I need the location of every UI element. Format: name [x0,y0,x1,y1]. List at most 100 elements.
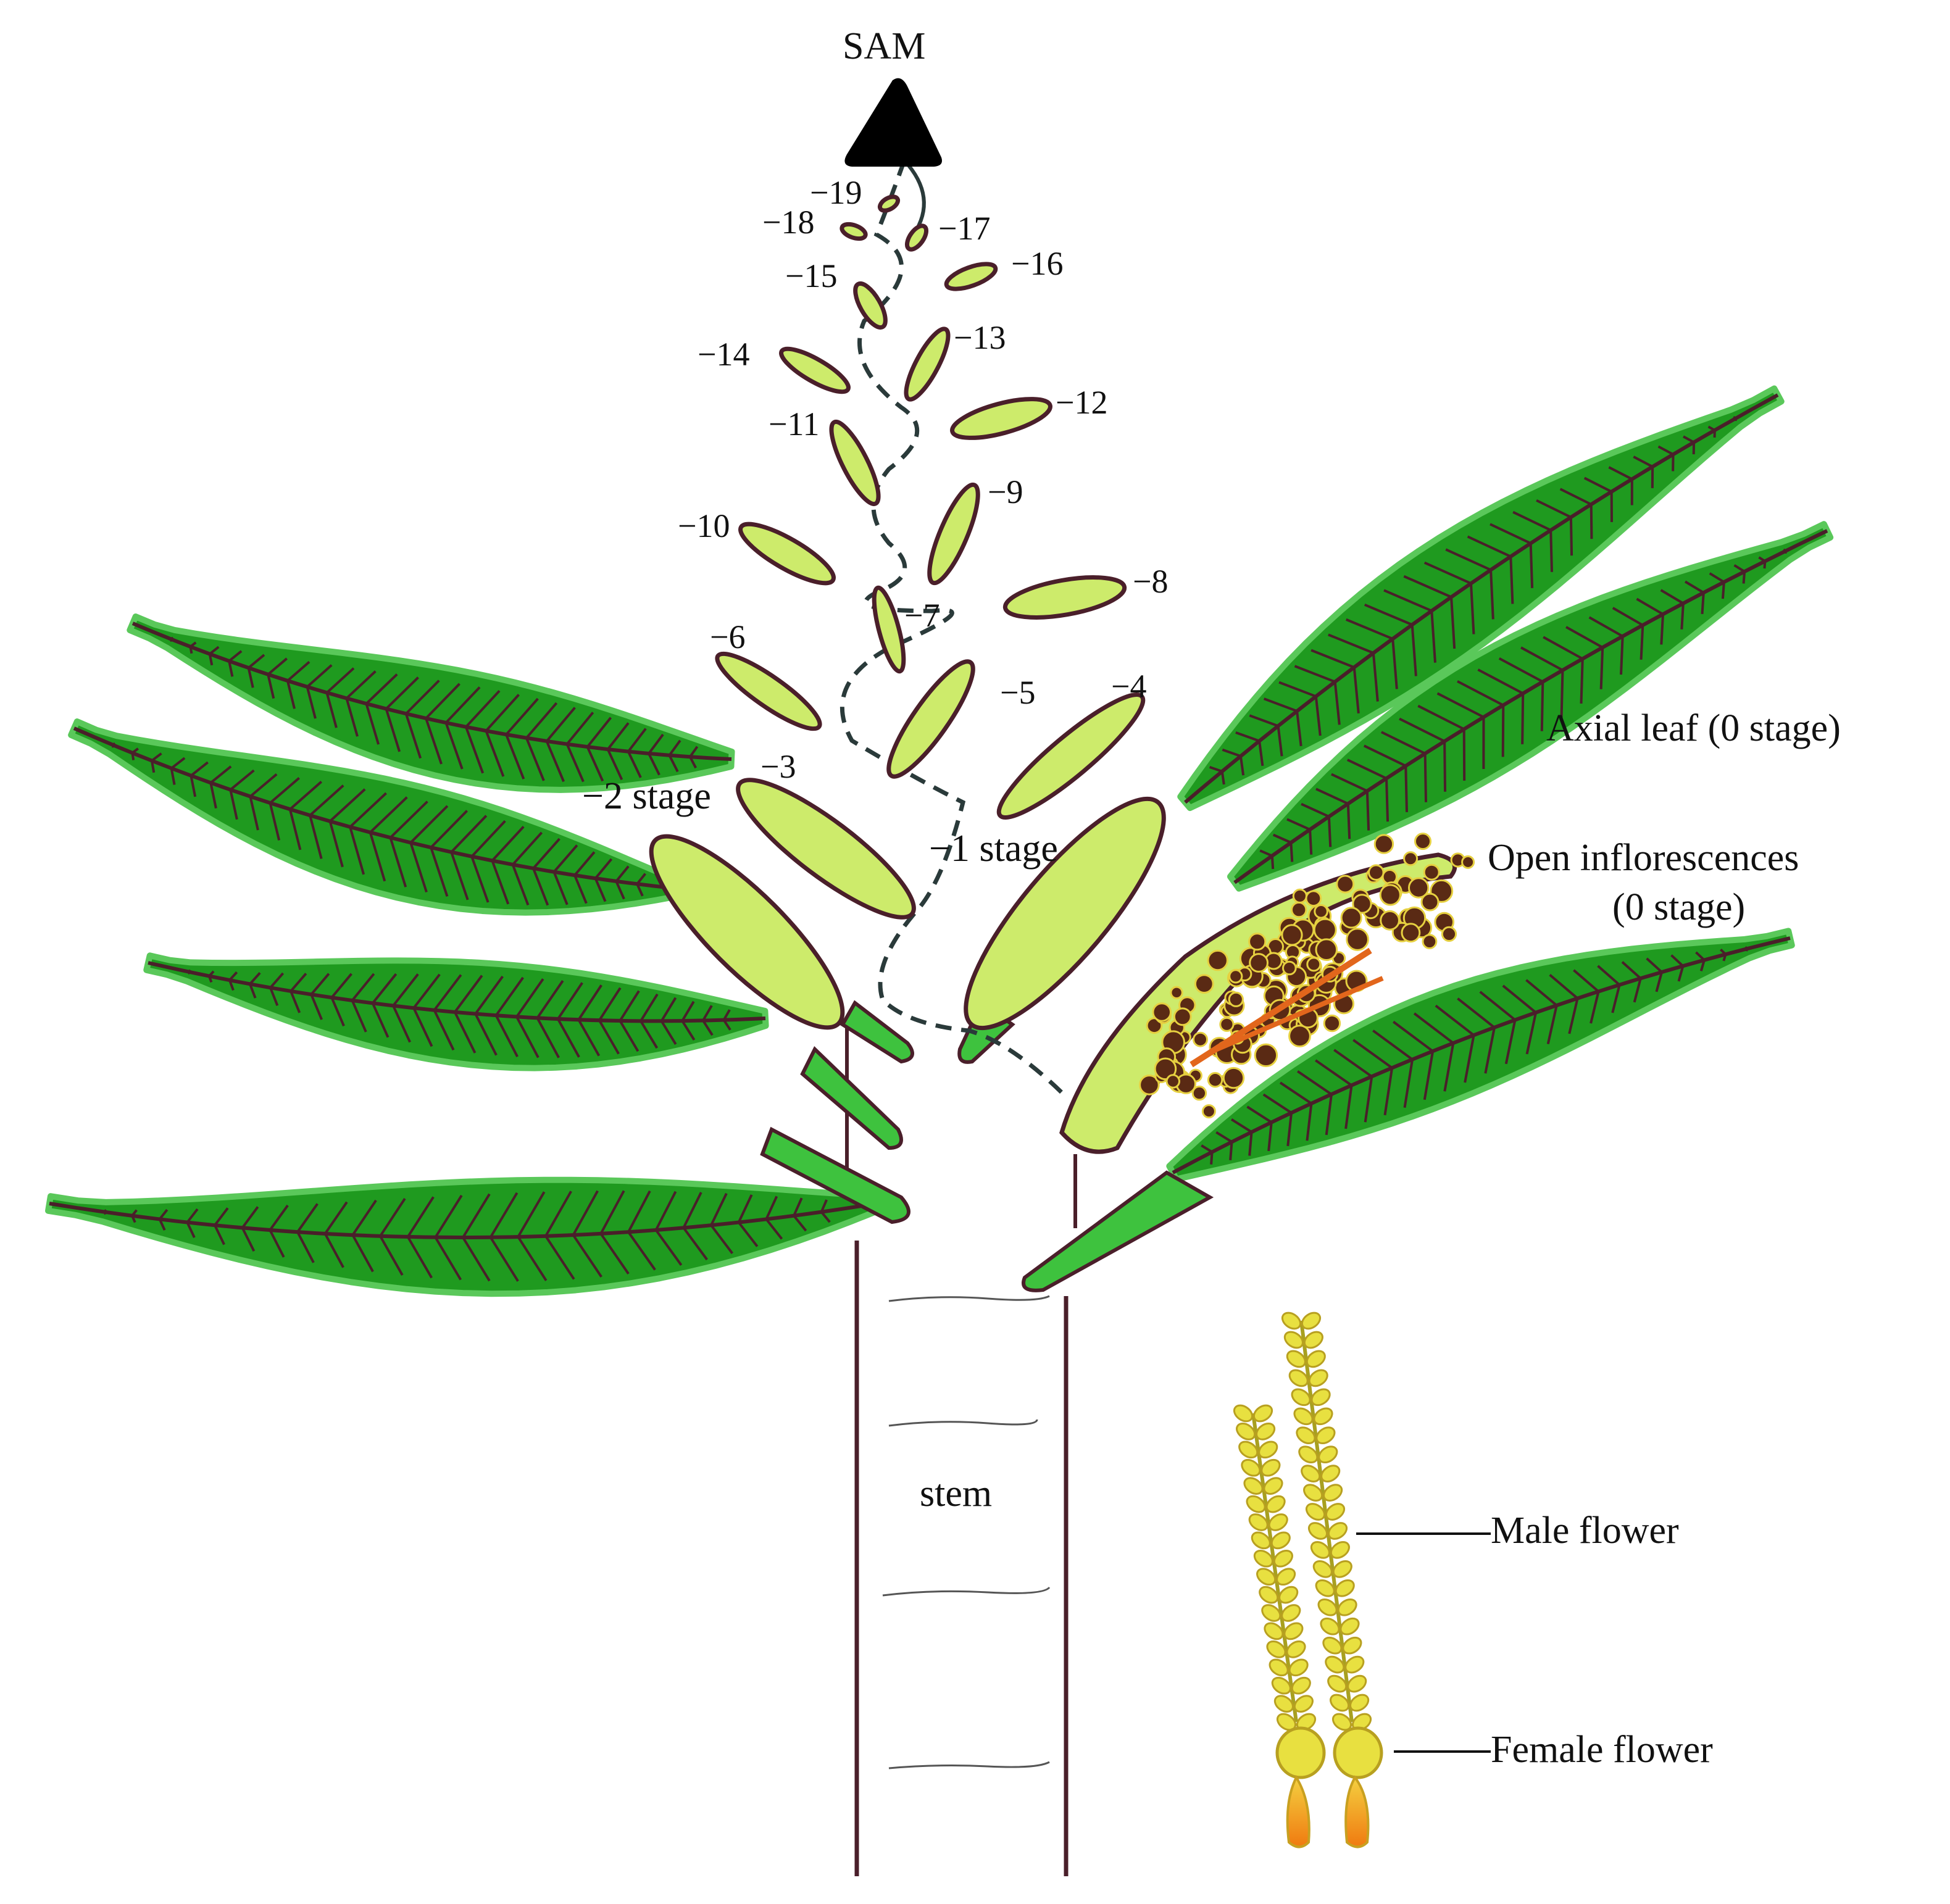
inflorescence-flower [1152,1002,1172,1022]
stem-scar [882,1586,1051,1597]
stem-scar [888,1419,1038,1427]
leaf-primordium [829,419,881,507]
male-flower-spike [1233,1404,1317,1731]
stage-minus1-label: −1 stage [929,828,1058,870]
leaf-primordia [649,194,1166,1031]
inflorescence-flower [1323,1014,1341,1033]
leaf-primordium [1002,575,1127,620]
phyllotaxis-path [840,159,1070,1100]
stage-minus2-label: −2 stage [582,775,711,817]
inflorescence-flower [1368,864,1385,881]
female-flower-left [1275,1726,1326,1848]
frond [143,952,769,1071]
inflorescence-flower [1313,918,1337,942]
inflorescence-flower [1414,833,1431,850]
fronds [45,385,1834,1297]
primordium-label-5: −5 [1000,674,1035,711]
leaf-primordium [904,326,951,402]
open-inflorescence-stage-label: (0 stage) [1612,886,1745,928]
inflorescence-flower [1170,986,1183,1000]
frond [1177,385,1785,812]
inflorescence-flower [1193,1031,1208,1047]
inflorescence-flower [1380,910,1401,931]
leaf-primordium [779,346,851,394]
axial-leaf-label: Axial leaf (0 stage) [1546,707,1841,749]
male-flower-label: Male flower [1491,1510,1679,1552]
leaf-base [1022,1170,1214,1292]
primordium-label-7: −7 [904,597,940,634]
primordium-label-17: −17 [938,210,990,247]
inflorescence-flower [1292,888,1307,904]
leaf-primordium [996,692,1146,820]
sam-label: SAM [843,25,925,67]
inflorescence-flower [1305,890,1322,907]
open-inflorescence [1059,833,1475,1154]
frond [127,613,735,793]
open-inflorescence-label: Open inflorescences [1488,837,1799,879]
inflorescence-flower [1403,851,1419,867]
primordium-label-3: −3 [760,748,796,785]
inflorescence-flower [1401,923,1421,943]
primordium-label-14: −14 [698,336,749,373]
female-flower-label: Female flower [1491,1729,1713,1771]
inflorescence-flower [1249,953,1269,973]
inflorescence-flower [1336,875,1355,894]
sam-stalk [902,159,926,236]
stem [845,1021,1077,1876]
inflorescence-flower [1314,904,1328,919]
inflorescence-flower [1340,907,1362,929]
primordium-label-8: −8 [1133,563,1168,600]
leaf-primordium [877,194,901,213]
inflorescence-flower [1194,974,1214,994]
leaf-primordium [853,281,888,330]
leaf-primordium [736,778,916,920]
inflorescence-flower [1281,924,1303,946]
inflorescence-flower [1306,957,1322,972]
primordium-label-13: −13 [954,319,1006,356]
leaf-base [840,1000,914,1064]
leaf-primordium [927,482,980,586]
inflorescence-flower [1346,928,1369,951]
inflorescence-flower [1207,1072,1223,1088]
frond [1227,521,1834,892]
primordium-label-12: −12 [1056,384,1107,421]
inflorescence-flower [1254,1043,1278,1068]
leaf-primordium [950,397,1052,440]
inflorescence-flower [1373,834,1394,854]
primordium-label-16: −16 [1011,245,1063,282]
inflorescence-flower [1420,892,1440,912]
primordium-label-10: −10 [678,507,730,544]
inflorescence-flower [1408,877,1430,899]
leaf-base [800,1046,903,1150]
inflorescence-flower [1461,855,1475,869]
inflorescence-flower [1228,969,1243,984]
inflorescence-flower [1288,1025,1311,1047]
leaf-primordium [715,651,822,731]
leaf-primordium [649,834,845,1030]
primordium-label-15: −15 [785,257,837,294]
inflorescence-flower [1248,933,1267,951]
inflorescence-flower [1139,1075,1160,1095]
leaf-primordium [886,659,975,779]
leaf-primordium [872,585,906,674]
stem-scar [888,1295,1050,1302]
inflorescence-flower [1173,1007,1192,1026]
inflorescence-flower [1282,960,1297,976]
leaf-base [760,1126,910,1224]
leaf-bases [760,1000,1214,1292]
inflorescence-flower [1201,1104,1216,1119]
inflorescence-flower [1191,1086,1207,1101]
inflorescence-flower [1441,926,1457,942]
inflorescence-flower [1228,991,1244,1007]
leaf-primordium [944,262,998,291]
inflorescence-flower [1352,894,1372,914]
female-flower-right [1333,1726,1383,1848]
inflorescence-flower [1207,949,1228,971]
male-flower-spike [1281,1312,1372,1731]
inflorescence-flower [1423,863,1440,881]
inflorescence-flower [1222,1066,1245,1089]
leaf-primordium [904,223,929,252]
inflorescence-flower [1422,934,1438,949]
